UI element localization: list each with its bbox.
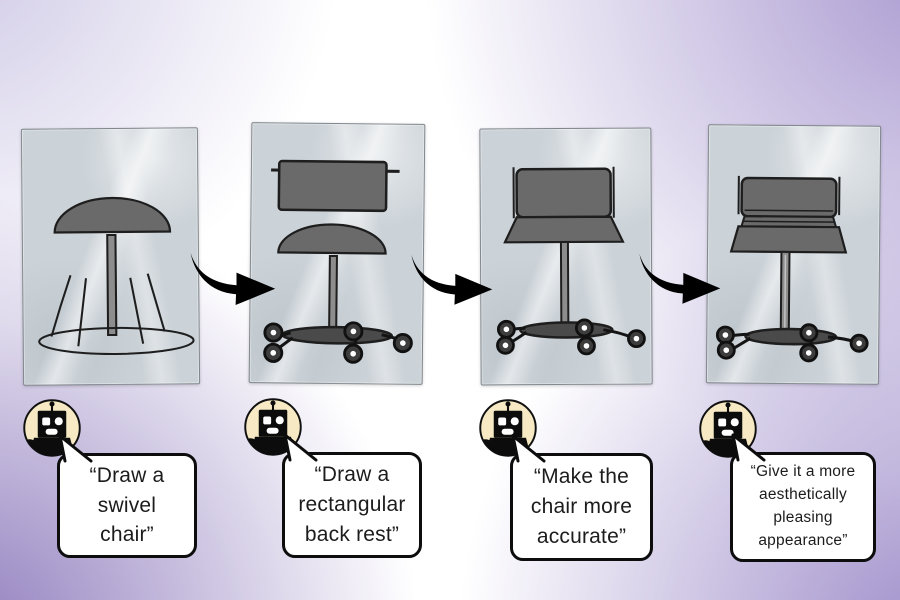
speech-bubble-3: “Make the chair more accurate” bbox=[510, 453, 653, 561]
speech-bubble-tail bbox=[731, 433, 766, 462]
speech-bubble-tail bbox=[283, 433, 318, 462]
speech-bubble-1: “Draw a swivel chair” bbox=[57, 453, 197, 558]
speech-bubble-4: “Give it a more aesthetically pleasing a… bbox=[730, 452, 876, 562]
prompt-text-2: “Draw a rectangular back rest” bbox=[298, 463, 406, 546]
refined-office-chair-sketch-icon bbox=[715, 175, 869, 363]
caster-wheels bbox=[496, 318, 646, 356]
sketch-panel-3 bbox=[479, 127, 653, 386]
sketch-panel-2 bbox=[248, 122, 426, 385]
swivel-stool-sketch-icon bbox=[38, 196, 195, 355]
speech-bubble-tail bbox=[58, 434, 93, 463]
prompt-text-4: “Give it a more aesthetically pleasing a… bbox=[750, 463, 856, 549]
prompt-text-3: “Make the chair more accurate” bbox=[530, 465, 633, 548]
robot-badge-2 bbox=[243, 397, 303, 457]
sketch-panel-4 bbox=[705, 124, 882, 385]
robot-icon bbox=[244, 398, 302, 456]
office-chair-sketch-icon bbox=[496, 166, 646, 356]
curved-right-arrow-icon bbox=[190, 252, 276, 305]
curved-right-arrow-icon bbox=[639, 253, 721, 304]
speech-bubble-tail bbox=[511, 434, 546, 463]
caster-wheels bbox=[715, 323, 869, 363]
curved-right-arrow-icon bbox=[411, 254, 493, 305]
prompt-text-1: “Draw a swivel chair” bbox=[89, 463, 165, 547]
speech-bubble-2: “Draw a rectangular back rest” bbox=[282, 452, 422, 558]
stool-with-rectangular-back-rest-sketch-icon bbox=[263, 159, 413, 364]
caster-wheels bbox=[263, 321, 413, 364]
sketch-panel-1 bbox=[20, 127, 201, 386]
